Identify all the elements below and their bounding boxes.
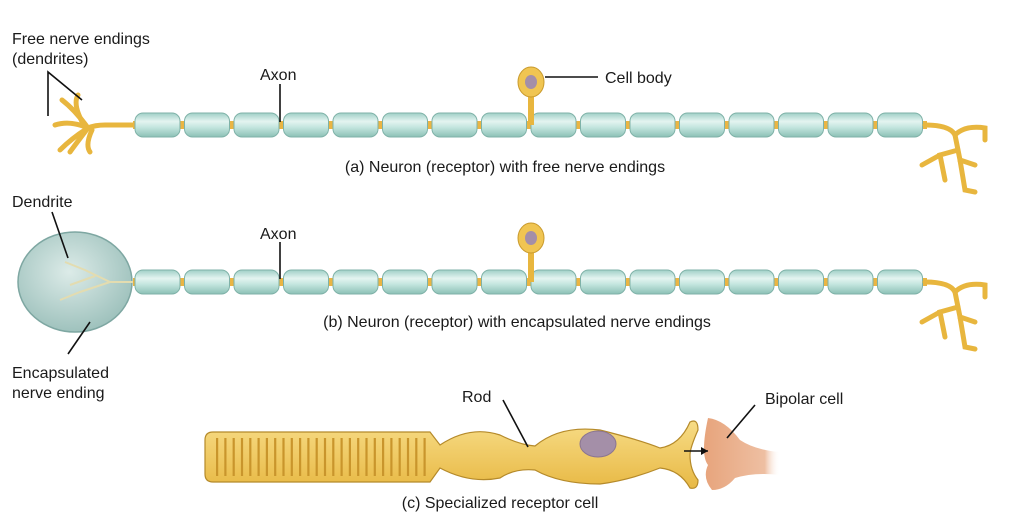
cell-body-b	[517, 222, 545, 282]
myelin-sheath-segment	[877, 112, 923, 138]
leader-lines	[47, 70, 756, 448]
rod-disc	[357, 438, 360, 476]
myelin-sheath-segment	[679, 269, 725, 295]
rod-disc	[216, 438, 219, 476]
rod-disc	[274, 438, 277, 476]
label-dendrite: Dendrite	[12, 194, 73, 211]
rod-discs	[216, 438, 426, 476]
myelin-sheath-segment	[283, 112, 329, 138]
label-axon-b: Axon	[260, 226, 296, 243]
myelin-sheath-segment	[481, 269, 527, 295]
rod-nucleus	[579, 430, 617, 458]
rod-disc	[265, 438, 268, 476]
myelin-sheath-segment	[778, 112, 824, 138]
label-nerve-ending: nerve ending	[12, 385, 105, 402]
label-dendrites: (dendrites)	[12, 51, 88, 68]
myelin-sheath-segment	[134, 112, 181, 138]
myelin-sheath-segment	[580, 112, 626, 138]
nerve-endings-right-b	[919, 279, 988, 352]
label-free-nerve-endings: Free nerve endings	[12, 31, 150, 48]
myelin-sheath-segment	[530, 112, 577, 138]
myelin-sheath-segment	[233, 269, 280, 295]
myelin-sheath-segment	[431, 269, 478, 295]
label-cell-body: Cell body	[605, 70, 672, 87]
myelin-sheath-segment	[827, 269, 874, 295]
rod-cell	[204, 418, 780, 490]
rod-disc	[240, 438, 244, 476]
myelin-sheath-segment	[382, 269, 428, 295]
myelin-sheath-segment	[827, 112, 874, 138]
myelin-sheath-segment	[679, 112, 725, 138]
caption-c: (c) Specialized receptor cell	[402, 495, 599, 512]
rod-disc	[257, 438, 260, 476]
rod-disc	[282, 438, 285, 476]
myelin-sheath-segment	[877, 269, 923, 295]
label-bipolar-cell: Bipolar cell	[765, 391, 843, 408]
myelin-sheath-segment	[728, 269, 775, 295]
myelin-sheath-segment	[134, 269, 181, 295]
rod-disc	[315, 438, 318, 476]
rod-disc	[348, 438, 351, 476]
myelin-sheath-segment	[184, 269, 230, 295]
caption-b: (b) Neuron (receptor) with encapsulated …	[323, 314, 711, 331]
free-nerve-endings-left	[52, 92, 138, 155]
rod-disc	[290, 438, 293, 476]
bipolar-cell-shape	[704, 418, 780, 490]
rod-disc	[423, 438, 426, 476]
label-axon-a: Axon	[260, 67, 296, 84]
rod-disc	[406, 438, 410, 476]
rod-disc	[232, 438, 235, 476]
rod-disc	[390, 438, 393, 476]
myelin-sheath-segment	[332, 112, 379, 138]
neuron-b	[17, 222, 988, 352]
rod-disc	[365, 438, 368, 476]
myelin-sheath-segment	[778, 269, 824, 295]
myelin-sheath-segment	[530, 269, 577, 295]
rod-disc	[299, 438, 302, 476]
caption-a: (a) Neuron (receptor) with free nerve en…	[345, 159, 665, 176]
label-rod: Rod	[462, 389, 491, 406]
myelin-sheath-segment	[332, 269, 379, 295]
rod-disc	[415, 438, 418, 476]
rod-disc	[382, 438, 385, 476]
myelin-sheath-segment	[629, 112, 676, 138]
myelin-sheath-segment	[580, 269, 626, 295]
rod-disc	[373, 438, 376, 476]
dendrite-branches	[59, 261, 135, 301]
label-encapsulated: Encapsulated	[12, 365, 109, 382]
myelin-sheath-segment	[382, 112, 428, 138]
myelin-sheath-segment	[481, 112, 527, 138]
rod-disc	[332, 438, 335, 476]
neuron-a	[52, 66, 988, 195]
free-nerve-endings-right	[919, 122, 988, 195]
myelin-sheath-segment	[728, 112, 775, 138]
myelin-sheath-segment	[283, 269, 329, 295]
rod-disc	[307, 438, 310, 476]
rod-disc	[224, 438, 227, 476]
myelin-sheath-segment	[431, 112, 478, 138]
myelin-sheath-segment	[629, 269, 676, 295]
myelin-sheath-segment	[184, 112, 230, 138]
rod-disc	[323, 438, 327, 476]
cell-body-a	[517, 66, 545, 125]
rod-disc	[398, 438, 401, 476]
rod-disc	[249, 438, 252, 476]
myelin-sheath-segment	[233, 112, 280, 138]
rod-disc	[340, 438, 343, 476]
